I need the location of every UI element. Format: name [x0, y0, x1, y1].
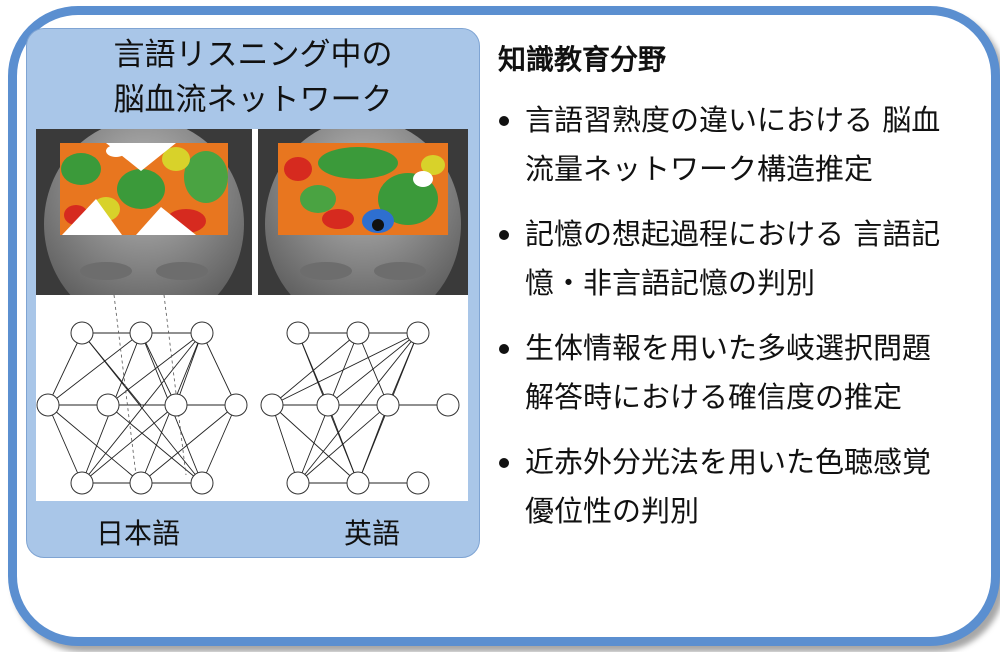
panel-title-line-1: 言語リスニング中の — [113, 37, 393, 73]
brain-network-figure — [36, 129, 468, 501]
brain-scan-english — [258, 129, 468, 295]
panel-title-line-2: 脳血流ネットワーク — [113, 82, 393, 118]
caption-japanese: 日本語 — [96, 517, 181, 550]
list-item: 近赤外分光法を用いた色聴感覚優位性の判別 — [497, 438, 947, 536]
bullet-icon — [499, 344, 509, 354]
caption-english: 英語 — [344, 517, 401, 550]
bullet-list: 言語習熟度の違いにおける 脳血流量ネットワーク構造推定 記憶の想起過程における … — [497, 96, 947, 552]
list-item: 生体情報を用いた多岐選択問題解答時における確信度の推定 — [497, 324, 947, 422]
bullet-icon — [499, 458, 509, 468]
network-graph-japanese — [36, 295, 252, 501]
panel-title: 言語リスニング中の 脳血流ネットワーク — [28, 33, 478, 123]
bullet-icon — [499, 116, 509, 126]
bullet-icon — [499, 230, 509, 240]
list-item: 記憶の想起過程における 言語記憶・非言語記憶の判別 — [497, 210, 947, 308]
section-heading: 知識教育分野 — [498, 43, 667, 76]
brain-scan-japanese — [36, 129, 252, 295]
network-graph-english — [258, 295, 468, 501]
list-item: 言語習熟度の違いにおける 脳血流量ネットワーク構造推定 — [497, 96, 947, 194]
